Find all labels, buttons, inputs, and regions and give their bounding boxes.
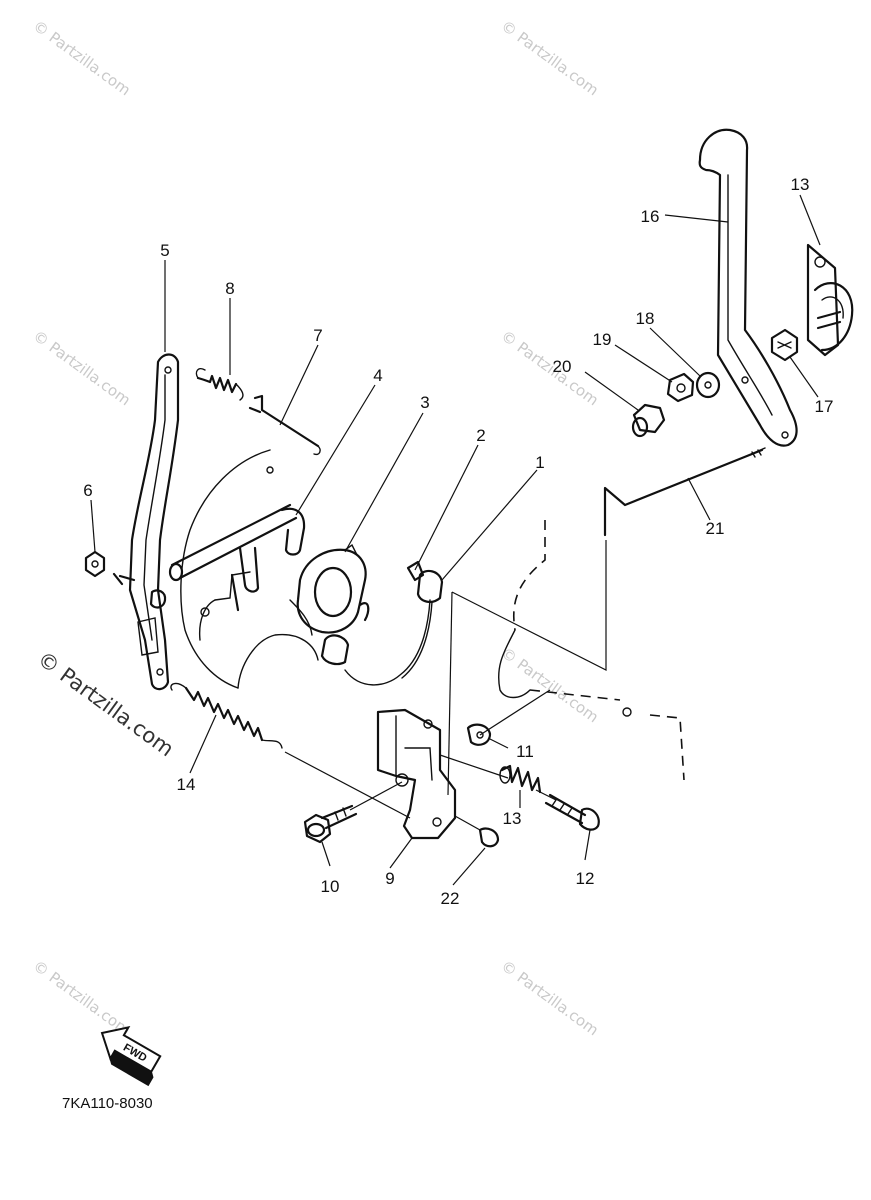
part-3-cam xyxy=(296,543,370,666)
watermark: © Partzilla.com xyxy=(498,17,602,100)
callouts: 1 2 3 4 5 6 7 8 9 10 11 12 13 13 14 16 1… xyxy=(83,175,833,908)
callout-8: 8 xyxy=(225,279,234,298)
watermark: © Partzilla.com xyxy=(30,957,134,1040)
callout-21: 21 xyxy=(706,519,725,538)
part-5-lever xyxy=(112,353,180,691)
part-13-bracket xyxy=(806,243,854,357)
watermark: © Partzilla.com xyxy=(498,327,602,410)
part-9-bracket xyxy=(376,708,457,840)
assembly-lines xyxy=(349,540,607,831)
callout-18: 18 xyxy=(636,309,655,328)
callout-16: 16 xyxy=(641,207,660,226)
callout-4: 4 xyxy=(373,366,382,385)
part-12-bolt xyxy=(544,793,600,831)
callout-20: 20 xyxy=(553,357,572,376)
callout-22: 22 xyxy=(441,889,460,908)
part-6-nut xyxy=(84,550,106,578)
callout-17: 17 xyxy=(815,397,834,416)
watermark: © Partzilla.com xyxy=(498,957,602,1040)
callout-1: 1 xyxy=(535,453,544,472)
part-16-arm xyxy=(698,128,798,447)
part-1-2-cable xyxy=(344,560,444,686)
callout-10: 10 xyxy=(321,877,340,896)
engine-housing xyxy=(180,449,685,781)
leader-lines xyxy=(90,194,821,886)
part-14-spring xyxy=(170,682,411,819)
drawing-code: 7KA110-8030 xyxy=(62,1095,153,1112)
callout-3: 3 xyxy=(420,393,429,412)
watermark: © Partzilla.com xyxy=(30,17,134,100)
part-21-rod xyxy=(603,447,766,537)
part-7-link xyxy=(248,394,321,456)
part-22-screw xyxy=(478,827,500,848)
callout-9: 9 xyxy=(385,869,394,888)
callout-12: 12 xyxy=(576,869,595,888)
callout-14: 14 xyxy=(177,775,196,794)
watermark: © Partzilla.com xyxy=(33,647,178,762)
callout-6: 6 xyxy=(83,481,92,500)
part-11-washer xyxy=(466,723,492,746)
callout-2: 2 xyxy=(476,426,485,445)
fwd-arrow-icon: FWD xyxy=(100,1025,162,1087)
watermark: © Partzilla.com xyxy=(30,327,134,410)
callout-13-lower: 13 xyxy=(503,809,522,828)
callout-5: 5 xyxy=(160,241,169,260)
callout-13-upper: 13 xyxy=(791,175,810,194)
part-13-spring xyxy=(499,764,542,794)
part-10-bolt xyxy=(303,804,358,844)
part-4-shaft xyxy=(168,503,306,612)
callout-11: 11 xyxy=(516,742,534,761)
callout-19: 19 xyxy=(593,330,612,349)
part-8-spring xyxy=(195,368,244,401)
watermarks: © Partzilla.com © Partzilla.com © Partzi… xyxy=(30,17,602,1040)
fasteners-upper xyxy=(631,328,799,438)
callout-7: 7 xyxy=(313,326,322,345)
